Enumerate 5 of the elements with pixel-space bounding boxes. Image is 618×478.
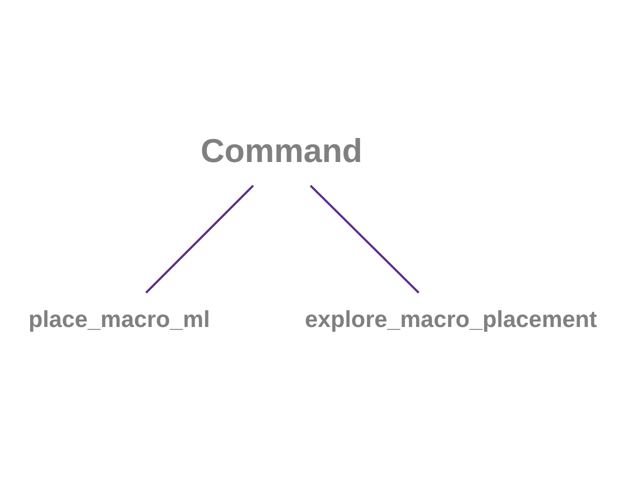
node-text: place_macro_ml bbox=[28, 306, 210, 332]
connector bbox=[310, 184, 420, 294]
node-text: explore_macro_placement bbox=[304, 306, 598, 332]
node-text: Command bbox=[200, 133, 362, 170]
connector bbox=[145, 184, 254, 294]
